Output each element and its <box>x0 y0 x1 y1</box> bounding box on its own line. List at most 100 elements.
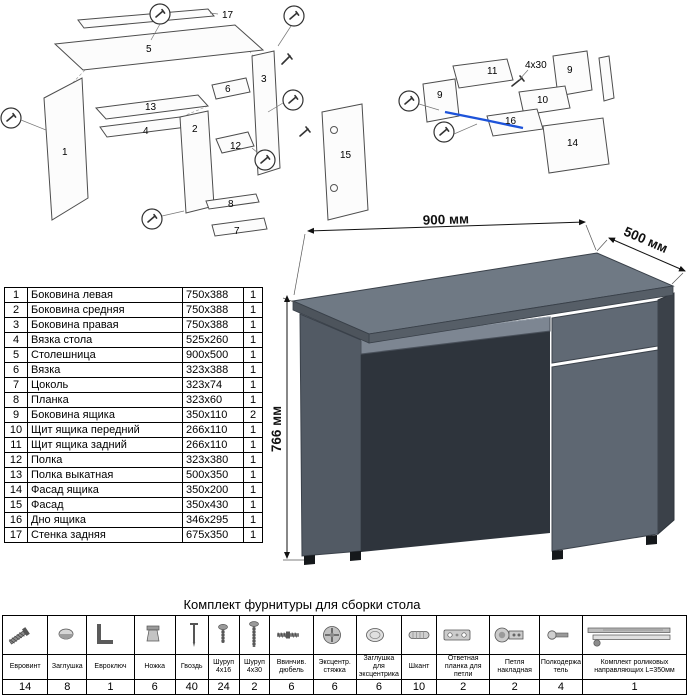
part-qty: 1 <box>243 287 263 303</box>
part-label-4: 4 <box>143 126 149 137</box>
part-label-8: 8 <box>228 199 234 210</box>
part-qty: 1 <box>243 302 263 318</box>
hardware-qty: 6 <box>312 679 357 695</box>
desk-left-panel <box>299 313 362 557</box>
hardware-qty: 10 <box>401 679 437 695</box>
hardware-name: Заглушка для эксцентрика <box>355 654 403 680</box>
hardware-qty: 4 <box>538 679 584 695</box>
part-num: 11 <box>4 437 28 453</box>
hardware-qty: 1 <box>582 679 687 695</box>
part-num: 1 <box>4 287 28 303</box>
part-right-side <box>251 50 281 176</box>
part-name: Боковина правая <box>27 317 183 333</box>
screw-4x30-icon <box>248 621 259 647</box>
part-num: 5 <box>4 347 28 363</box>
part-num: 13 <box>4 467 28 483</box>
dimension-depth-label: 500 мм <box>622 224 670 256</box>
drawer-side-right <box>552 50 593 97</box>
part-num: 7 <box>4 377 28 393</box>
part-shelf <box>215 131 255 154</box>
part-label-16: 16 <box>505 116 517 127</box>
part-label-9: 9 <box>567 65 573 76</box>
part-num: 10 <box>4 422 28 438</box>
part-size: 323x60 <box>182 392 244 408</box>
part-name: Фасад <box>27 497 183 513</box>
part-name: Полка <box>27 452 183 468</box>
desk-foot <box>350 551 361 561</box>
cap-plug-icon <box>58 628 74 640</box>
hardware-callout <box>141 208 185 230</box>
drawer-rail-board <box>598 55 615 102</box>
part-size: 323x388 <box>182 362 244 378</box>
hardware-qty: 2 <box>435 679 491 695</box>
part-qty: 1 <box>243 362 263 378</box>
part-qty: 1 <box>243 332 263 348</box>
part-name: Щит ящика задний <box>27 437 183 453</box>
hardware-qty: 40 <box>174 679 209 695</box>
hardware-callout <box>433 121 478 143</box>
drawer-back-shield <box>452 58 514 89</box>
hardware-callout <box>149 3 171 41</box>
part-size: 350x200 <box>182 482 244 498</box>
hardware-qty: 1 <box>86 679 135 695</box>
drawer-facade <box>542 117 610 174</box>
hardware-icon-cell <box>538 615 584 655</box>
hardware-name: Полкодержатель <box>538 654 584 680</box>
desk-render: 900 мм 500 мм 766 мм <box>269 211 686 565</box>
part-strip <box>205 193 260 210</box>
part-qty: 1 <box>243 497 263 513</box>
screw-4x16-icon <box>217 624 228 643</box>
hardware-icon-cell <box>582 615 687 655</box>
shelf-pin-icon <box>547 630 569 640</box>
part-qty: 1 <box>243 527 263 543</box>
part-name: Дно ящика <box>27 512 183 528</box>
hardware-icon-cell <box>174 615 209 655</box>
part-qty: 1 <box>243 452 263 468</box>
part-size: 350x110 <box>182 407 244 423</box>
hardware-name: Шкант <box>401 654 437 680</box>
part-name: Щит ящика передний <box>27 422 183 438</box>
desk-knee-space <box>361 329 550 552</box>
part-size: 323x74 <box>182 377 244 393</box>
part-size: 266x110 <box>182 437 244 453</box>
hardware-name: Шуруп 4x30 <box>238 654 271 680</box>
hardware-icon-cell <box>133 615 176 655</box>
part-qty: 1 <box>243 377 263 393</box>
tabletop-left-edge <box>292 300 370 344</box>
part-label-3: 3 <box>261 74 267 85</box>
roller-guide-highlight <box>444 110 524 130</box>
dowel-screw-icon <box>277 631 300 639</box>
hardware-name: Ввинчив. дюбель <box>269 654 314 680</box>
part-qty: 1 <box>243 392 263 408</box>
part-name: Стенка задняя <box>27 527 183 543</box>
desk-exploded-diagram: 17 5 1 13 4 2 6 12 3 8 7 15 <box>0 3 369 237</box>
hardware-qty-row: 14 8 1 6 40 24 2 6 6 6 10 2 2 4 1 <box>1 679 687 695</box>
hardware-kit-title: Комплект фурнитуры для сборки стола <box>183 597 421 612</box>
hardware-name: Евроключ <box>86 654 135 680</box>
dim-line-width <box>307 219 586 234</box>
roller-slides-icon <box>587 627 671 647</box>
part-qty: 1 <box>243 437 263 453</box>
cam-lock-icon <box>322 626 341 644</box>
desk-drawer-front <box>551 300 659 364</box>
wood-dowel-icon <box>408 631 430 639</box>
overlay-hinge-icon <box>495 627 524 643</box>
part-label-17: 17 <box>222 10 234 21</box>
part-size: 350x430 <box>182 497 244 513</box>
part-name: Вязка <box>27 362 183 378</box>
part-num: 17 <box>4 527 28 543</box>
nail-icon <box>189 623 198 647</box>
part-size: 750x388 <box>182 287 244 303</box>
part-num: 16 <box>4 512 28 528</box>
desk-right-side <box>657 292 675 536</box>
hardware-callout <box>251 147 276 171</box>
